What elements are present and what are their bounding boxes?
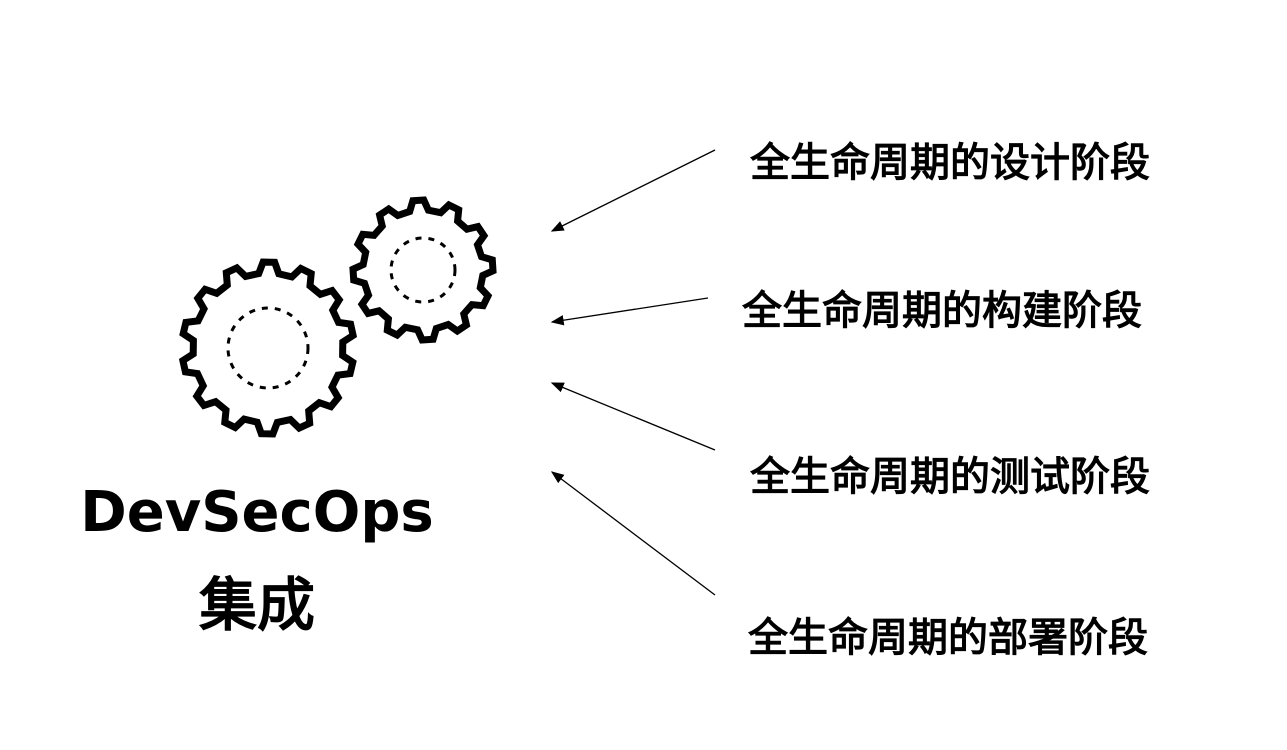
stage-test-label: 全生命周期的测试阶段 — [750, 454, 1150, 500]
stage-design-label: 全生命周期的设计阶段 — [750, 140, 1150, 186]
title-line-1: DevSecOps — [80, 480, 434, 545]
small-gear-icon — [349, 196, 497, 344]
arrow-build — [550, 297, 709, 326]
stage-deploy-label: 全生命周期的部署阶段 — [748, 615, 1148, 661]
large-gear-icon — [178, 258, 358, 438]
arrow-deploy — [550, 471, 716, 596]
small-gear-hub — [389, 236, 457, 304]
stage-build-label: 全生命周期的构建阶段 — [742, 288, 1142, 334]
title-line-2: 集成 — [198, 571, 315, 639]
large-gear-hub — [226, 306, 310, 390]
arrow-design — [550, 149, 716, 232]
arrow-test — [550, 382, 716, 451]
